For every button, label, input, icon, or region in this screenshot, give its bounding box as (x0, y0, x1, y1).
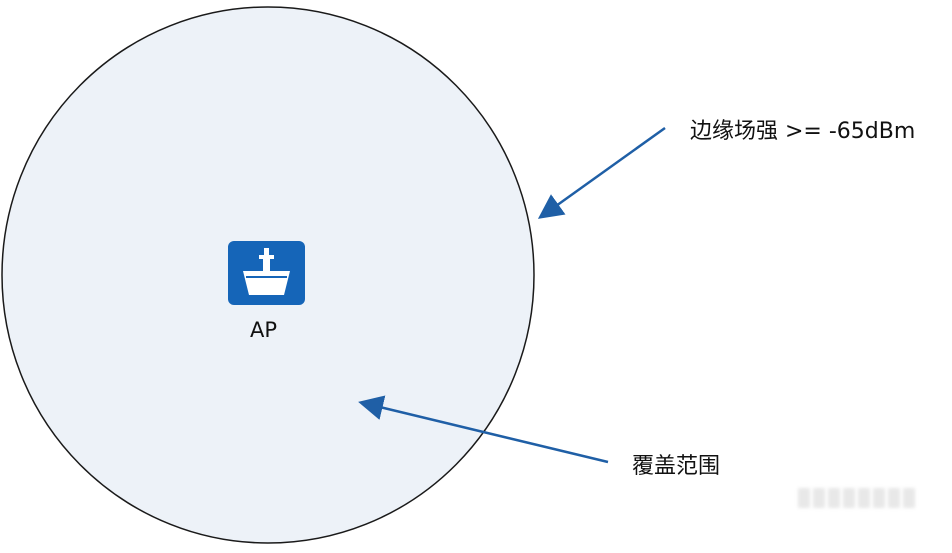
coverage-label: 覆盖范围 (632, 454, 721, 479)
ap-label: AP (250, 318, 278, 342)
coverage-arrow (358, 395, 609, 464)
edge-arrow (537, 126, 666, 219)
watermark (798, 488, 928, 512)
access-point-icon (228, 241, 305, 305)
edge-signal-label: 边缘场强 >= -65dBm (690, 119, 916, 144)
